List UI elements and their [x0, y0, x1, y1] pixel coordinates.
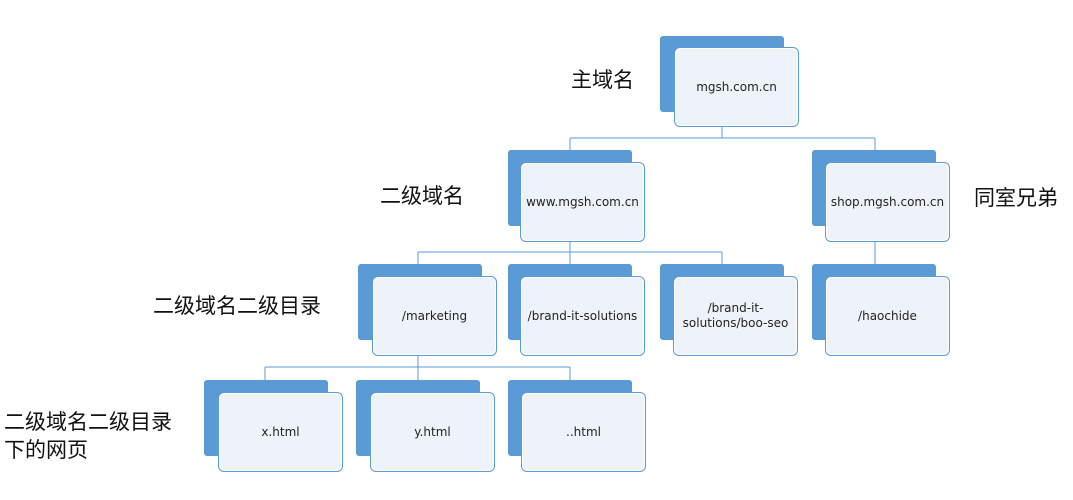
node-marketing: /marketing: [358, 264, 497, 356]
node-shop: shop.mgsh.com.cn: [812, 150, 950, 242]
node-brand-label: /brand-it-solutions: [527, 308, 638, 323]
node-www-label: www.mgsh.com.cn: [526, 194, 639, 209]
connector-www: [417, 241, 723, 264]
node-dots-html-label: ..html: [566, 424, 601, 439]
node-shop-label: shop.mgsh.com.cn: [830, 194, 945, 209]
node-haochide-label: /haochide: [858, 308, 917, 323]
node-haochide: /haochide: [812, 264, 950, 356]
node-brand-boo-seo-line2: solutions/boo-seo: [682, 316, 789, 330]
node-x-html: x.html: [204, 380, 343, 472]
label-roommate: 同室兄弟: [974, 186, 1058, 210]
node-www: www.mgsh.com.cn: [508, 150, 645, 242]
node-y-html: y.html: [356, 380, 495, 472]
label-main-domain: 主域名: [571, 68, 634, 92]
node-y-html-label: y.html: [414, 424, 451, 439]
node-brand: /brand-it-solutions: [508, 264, 645, 356]
node-dots-html: ..html: [508, 380, 646, 472]
node-root: mgsh.com.cn: [660, 36, 799, 128]
node-brand-boo-seo-label: /brand-it- solutions/boo-seo: [683, 301, 789, 331]
label-second-domain: 二级域名: [380, 184, 464, 208]
connector-marketing: [264, 355, 571, 380]
label-pages: 二级域名二级目录 下的网页: [4, 408, 172, 464]
node-brand-boo-seo-line1: /brand-it-: [707, 301, 764, 315]
node-root-label: mgsh.com.cn: [696, 79, 777, 94]
node-brand-boo-seo: /brand-it- solutions/boo-seo: [660, 264, 798, 356]
node-marketing-label: /marketing: [401, 308, 468, 323]
label-pages-line2: 下的网页: [4, 438, 88, 462]
connector-root: [569, 127, 876, 150]
label-pages-line1: 二级域名二级目录: [4, 410, 172, 434]
label-second-domain-dir: 二级域名二级目录: [153, 294, 321, 318]
node-x-html-label: x.html: [261, 424, 300, 439]
